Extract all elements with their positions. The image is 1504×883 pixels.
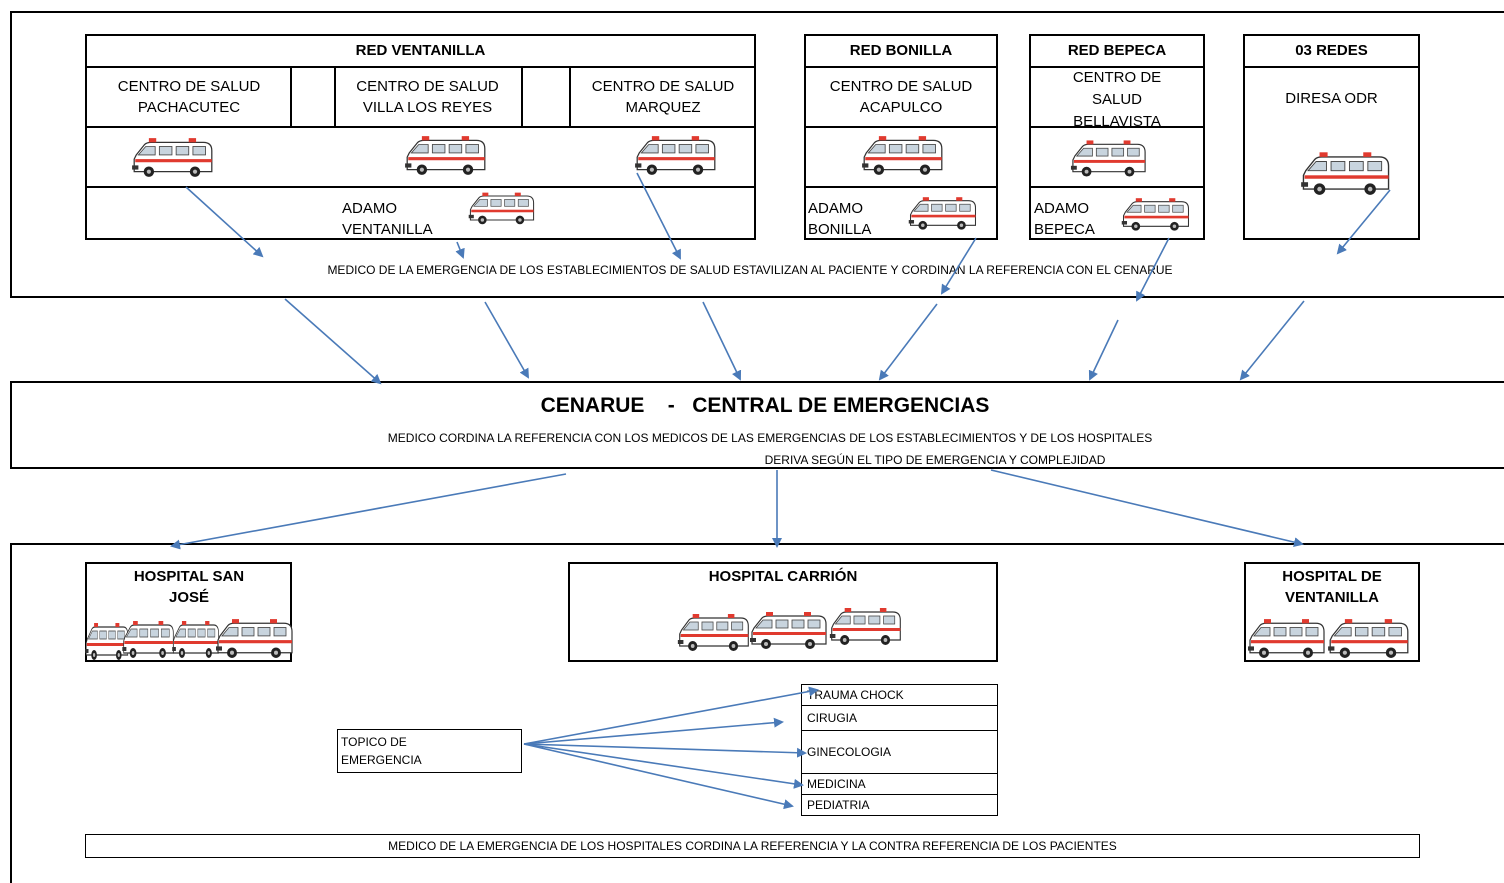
red-ventanilla-title: RED VENTANILLA bbox=[355, 42, 486, 59]
ambulance-icon bbox=[131, 137, 213, 178]
red-bepeca-title: RED BEPECA bbox=[1067, 42, 1167, 59]
ambulance-icon bbox=[677, 613, 749, 652]
adamo-bepeca-label: ADAMO BEPECA bbox=[1034, 200, 1095, 238]
red-bonilla-title: RED BONILLA bbox=[849, 42, 953, 59]
ambulance-icon bbox=[121, 620, 174, 659]
hospital-san-jose-label: HOSPITAL SAN JOSÉ bbox=[133, 568, 245, 606]
ambulance-icon bbox=[749, 611, 827, 650]
ambulance-icon bbox=[468, 192, 535, 225]
hospital-carrion-box bbox=[568, 562, 998, 662]
cenarue-title: CENARUE - CENTRAL DE EMERGENCIAS bbox=[540, 394, 990, 417]
centro-bellavista-label: CENTRO DE SALUD BELLAVISTA bbox=[1072, 69, 1162, 130]
cenarue-line-2: DERIVA SEGÚN EL TIPO DE EMERGENCIA Y COM… bbox=[764, 453, 1106, 467]
ambulance-icon bbox=[1247, 618, 1325, 659]
cenarue-line-1: MEDICO CORDINA LA REFERENCIA CON LOS MED… bbox=[387, 431, 1153, 445]
centro-acapulco-label: CENTRO DE SALUD ACAPULCO bbox=[829, 78, 973, 116]
ambulance-icon bbox=[908, 196, 977, 231]
hospital-ventanilla-label: HOSPITAL DE VENTANILLA bbox=[1282, 568, 1382, 606]
centro-pachacutec-label: CENTRO DE SALUD PACHACUTEC bbox=[117, 78, 261, 116]
ambulance-icon bbox=[1070, 139, 1146, 178]
ambulance-icon bbox=[829, 607, 901, 646]
service-pediatria: PEDIATRIA bbox=[807, 798, 870, 812]
topico-emergencia-box bbox=[337, 729, 522, 773]
establishments-caption: MEDICO DE LA EMERGENCIA DE LOS ESTABLECI… bbox=[327, 263, 1173, 277]
ambulance-icon bbox=[1121, 197, 1190, 232]
hospitals-footer-box bbox=[85, 834, 1420, 858]
service-trauma-chock: TRAUMA CHOCK bbox=[807, 688, 904, 702]
service-ginecologia: GINECOLOGIA bbox=[807, 745, 892, 759]
centro-marquez-label: CENTRO DE SALUD MARQUEZ bbox=[591, 78, 735, 116]
ambulance-icon bbox=[1327, 618, 1409, 659]
tres-redes-box bbox=[1243, 34, 1420, 240]
service-medicina: MEDICINA bbox=[807, 777, 866, 791]
service-cirugia: CIRUGIA bbox=[807, 711, 858, 725]
cenarue-box bbox=[10, 381, 1504, 469]
topico-emergencia-label: TOPICO DE EMERGENCIA bbox=[341, 735, 422, 767]
diresa-odr-label: DIRESA ODR bbox=[1285, 90, 1378, 107]
ambulance-icon bbox=[215, 618, 293, 659]
ambulance-icon bbox=[634, 135, 716, 176]
adamo-bonilla-label: ADAMO BONILLA bbox=[808, 200, 872, 238]
centro-villa-los-reyes-label: CENTRO DE SALUD VILLA LOS REYES bbox=[356, 78, 499, 116]
tres-redes-title: 03 REDES bbox=[1295, 42, 1368, 59]
adamo-ventanilla-label: ADAMO VENTANILLA bbox=[342, 200, 433, 238]
hospitals-footer-text: MEDICO DE LA EMERGENCIA DE LOS HOSPITALE… bbox=[388, 839, 1117, 853]
ambulance-icon bbox=[1300, 151, 1390, 196]
ambulance-icon bbox=[404, 135, 486, 176]
hospital-carrion-label: HOSPITAL CARRIÓN bbox=[708, 568, 858, 585]
ambulance-icon bbox=[861, 135, 943, 176]
